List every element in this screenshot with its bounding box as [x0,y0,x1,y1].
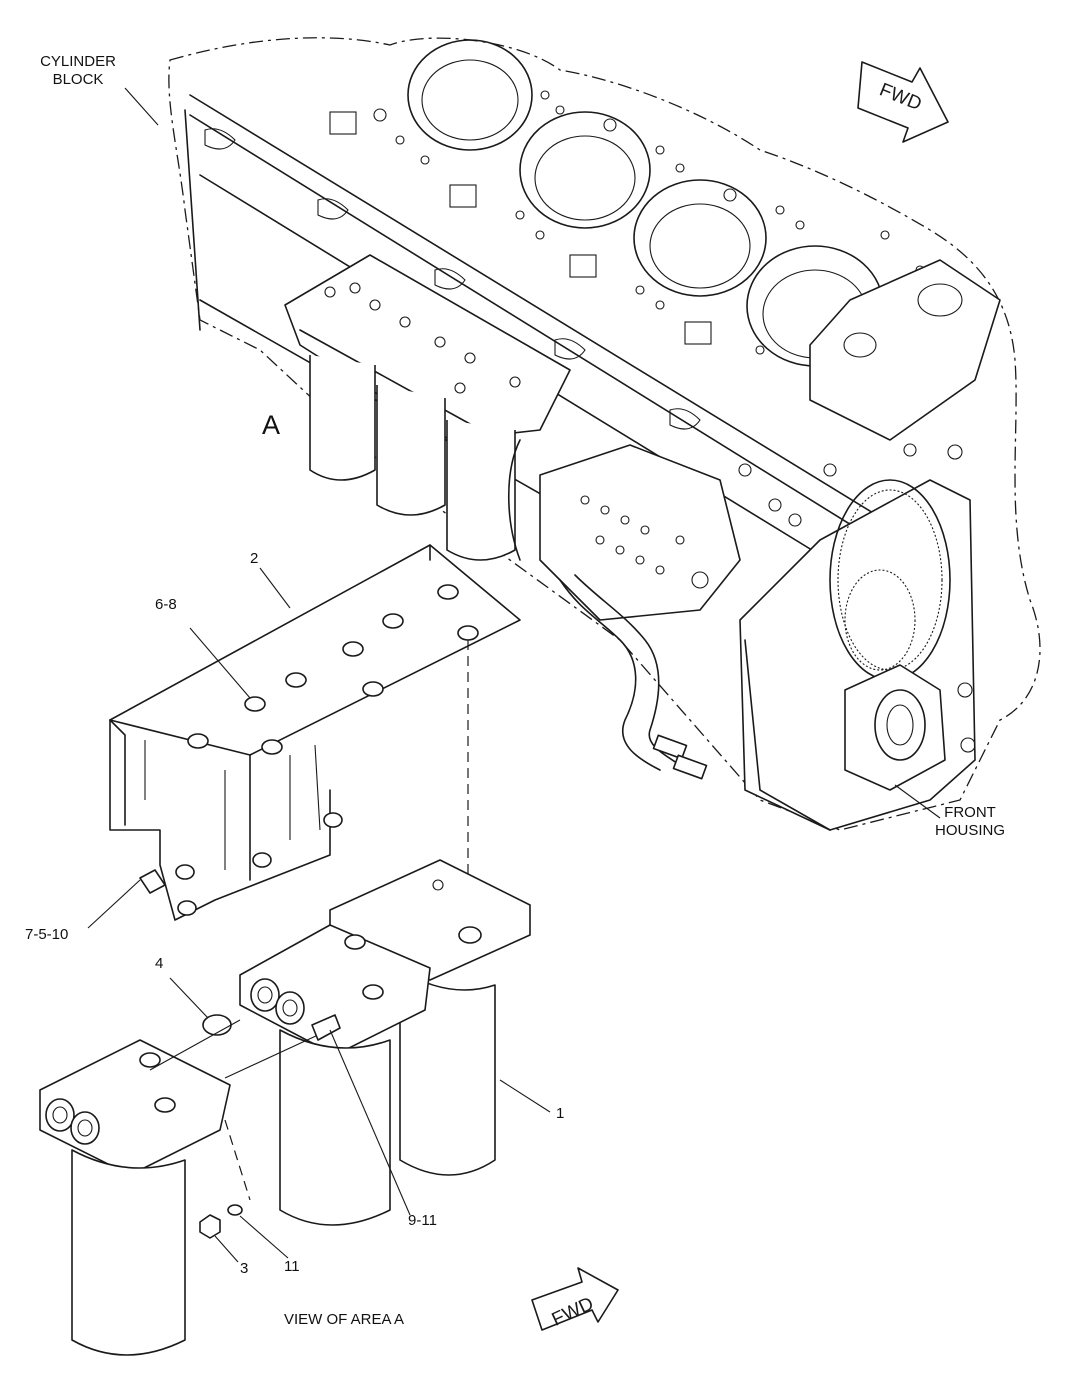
nut-part-3 [199,1214,221,1239]
fwd-arrow-top [857,61,949,143]
area-a-marker: A [262,410,281,440]
callout-1: 1 [556,1105,565,1122]
callout-9-11: 9-11 [408,1212,437,1229]
assembly-centerline-lower [224,1119,251,1201]
cylinder-block-label-line2: BLOCK [52,71,104,88]
view-caption: VIEW OF AREA A [284,1311,405,1328]
callout-6-8: 6-8 [155,596,177,613]
filter-base-middle [239,924,431,1226]
callout-4: 4 [155,955,164,972]
callout-11: 11 [284,1258,300,1275]
cylinder-block-label-line1: CYLINDER [40,53,116,70]
callout-3: 3 [240,1260,249,1277]
alignment-line [224,1034,319,1079]
front-housing-label: FRONT HOUSING [922,804,1018,840]
filter-base-left [39,1039,231,1356]
front-housing-label-line2: HOUSING [934,822,1005,839]
cylinder-block-drawing [168,37,1041,831]
fitting-part-9-11 [311,1014,341,1041]
fwd-arrow-bottom [531,1267,619,1331]
leader-lines [87,87,941,1263]
alignment-line [149,1019,241,1071]
washer-part-11 [227,1204,243,1216]
front-housing-label-line1: FRONT [944,804,996,821]
o-ring-part-4 [202,1014,232,1036]
cylinder-block-label: CYLINDER BLOCK [30,53,126,89]
bracket-part-2 [109,544,521,921]
callout-2: 2 [250,550,259,567]
callout-7-5-10: 7-5-10 [25,926,69,943]
